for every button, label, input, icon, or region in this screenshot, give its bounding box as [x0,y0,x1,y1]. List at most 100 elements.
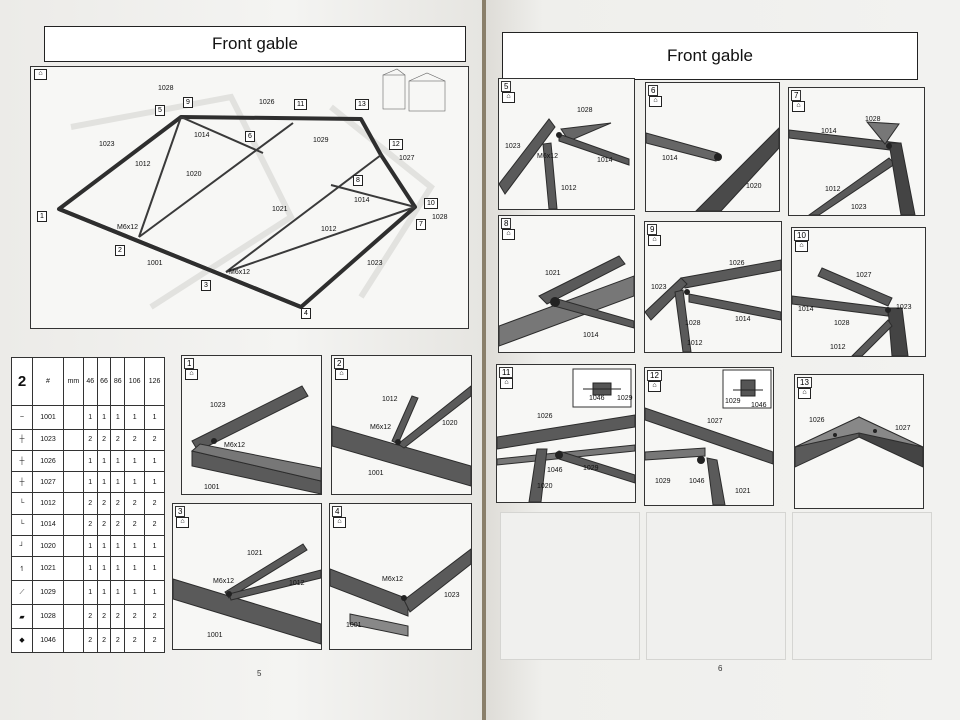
house-icon: ⌂ [34,69,47,80]
qty: 1 [96,534,112,558]
qty: 2 [82,627,98,654]
part-label: 1028 [834,320,850,327]
column-header: 106 [124,357,146,406]
part-label: 1001 [207,632,223,639]
part-label: 1012 [382,396,398,403]
part-label: 1012 [289,580,305,587]
step-panel-6: 6 ⌂ 1014 1020 [645,82,780,212]
section-number: 2 [11,357,33,406]
part-label: 1014 [662,155,678,162]
part-icon: ┼ [11,449,33,473]
qty: 1 [96,471,112,494]
column-header: 66 [96,357,112,406]
part-label: 1012 [687,340,703,347]
part-icon: ┼ [11,471,33,494]
qty: 1 [124,404,146,430]
part-label: 1029 [725,398,741,405]
step-marker: 4 [301,308,311,319]
step-drawing [499,255,634,347]
qty: 2 [82,604,98,629]
part-label: 1014 [194,132,210,139]
part-id: 1020 [32,534,64,558]
part-label: 1023 [444,592,460,599]
left-page: Front gable ⌂ 1028 [0,0,482,720]
step-drawing [645,259,781,352]
qty: 1 [110,471,126,494]
house-icon: ⌂ [648,235,661,246]
step-panel-8: 8 ⌂ 1021 1014 [498,215,635,353]
part-id: 1014 [32,513,64,536]
qty: 1 [110,580,126,606]
part-label: 1023 [851,204,867,211]
bolt-label: M6x12 [229,269,251,276]
step-drawing [173,543,321,645]
part-label: 1046 [689,478,705,485]
part-label: 1026 [809,417,825,424]
qty: 1 [96,404,112,430]
house-icon: ⌂ [649,96,662,107]
part-label: 1023 [505,143,521,150]
step-drawing [789,121,916,215]
qty: 1 [82,449,98,473]
qty [63,513,84,536]
page-number: 5 [257,669,262,678]
qty: 2 [82,513,98,536]
step-marker: 7 [416,219,426,230]
qty: 2 [82,492,98,515]
part-label: 1028 [432,214,448,221]
part-id: 1027 [32,471,64,494]
step-marker: 10 [424,198,438,209]
part-label: 1012 [321,226,337,233]
step-marker: 3 [201,280,211,291]
qty: 2 [110,513,126,536]
step-marker: 5 [155,105,165,116]
step-number: 3 [175,506,186,517]
part-label: 1001 [147,260,163,267]
part-label: 1021 [272,206,288,213]
part-label: 1023 [896,304,912,311]
house-icon: ⌂ [502,229,515,240]
qty: 1 [96,449,112,473]
part-label: 1020 [746,183,762,190]
qty: 1 [124,534,146,558]
qty: 1 [110,449,126,473]
qty: 2 [124,492,146,515]
step-panel-13: 13 ⌂ 1026 1027 [794,374,924,509]
overview-diagram: ⌂ 1028 1026 1014 10 [30,66,469,329]
qty: 1 [110,534,126,558]
qty [63,492,84,515]
part-label: 1014 [354,197,370,204]
step-number: 13 [797,377,812,388]
part-label: 1027 [895,425,911,432]
step-number: 2 [334,358,345,369]
step-drawing [332,385,471,487]
part-icon: ◆ [11,627,33,654]
bolt-label: M6x12 [224,442,246,449]
qty: 1 [96,556,112,582]
step-drawing [646,127,779,211]
part-label: 1029 [313,137,329,144]
bolt-label: M6x12 [537,153,559,160]
step-panel-1: 1 ⌂ 1023 M6x12 1001 [181,355,322,495]
qty: 1 [144,404,165,430]
part-label: 1020 [537,483,553,490]
qty [63,604,84,629]
qty [63,449,84,473]
column-header: 46 [82,357,98,406]
part-label: 1012 [135,161,151,168]
step-panel-7: 7 ⌂ 1014 1028 1012 1023 [788,87,925,216]
column-header: # [32,357,64,406]
part-label: 1020 [442,420,458,427]
step-marker: 2 [115,245,125,256]
qty: 1 [124,556,146,582]
part-label: 1027 [707,418,723,425]
